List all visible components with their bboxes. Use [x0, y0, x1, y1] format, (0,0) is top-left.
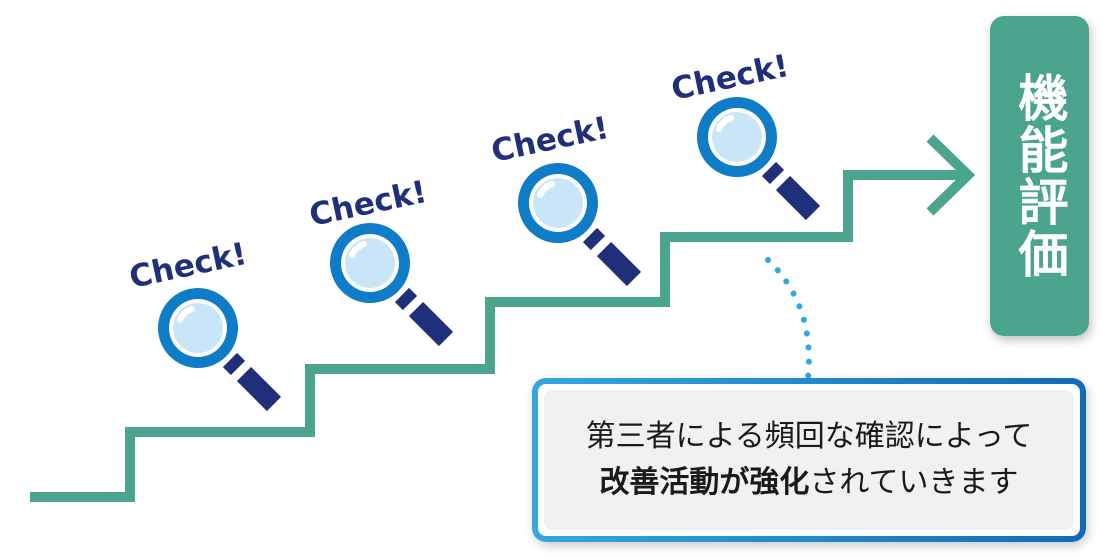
callout-emphasis: 改善活動が強化 — [599, 465, 810, 500]
magnifier-icon — [518, 163, 634, 279]
callout-content: 第三者による頻回な確認によって 改善活動が強化されていきます — [544, 390, 1074, 530]
magnifier-icon — [330, 223, 446, 339]
arrow-head-icon — [926, 134, 976, 216]
callout-line-2-rest: されていきます — [809, 465, 1019, 500]
magnifier-icon — [158, 288, 274, 404]
staircase-line — [30, 170, 965, 502]
check-label: Check! — [126, 236, 250, 296]
callout-line-1: 第三者による頻回な確認によって — [585, 418, 1033, 454]
dotted-connector — [765, 257, 812, 381]
callout-line-2: 改善活動が強化されていきます — [599, 460, 1018, 507]
magnifier-icon — [697, 97, 813, 213]
check-label: Check! — [488, 110, 612, 170]
goal-badge: 機能評価 — [990, 16, 1089, 336]
callout-box: 第三者による頻回な確認によって 改善活動が強化されていきます — [532, 378, 1086, 542]
goal-label: 機能評価 — [1010, 72, 1069, 280]
